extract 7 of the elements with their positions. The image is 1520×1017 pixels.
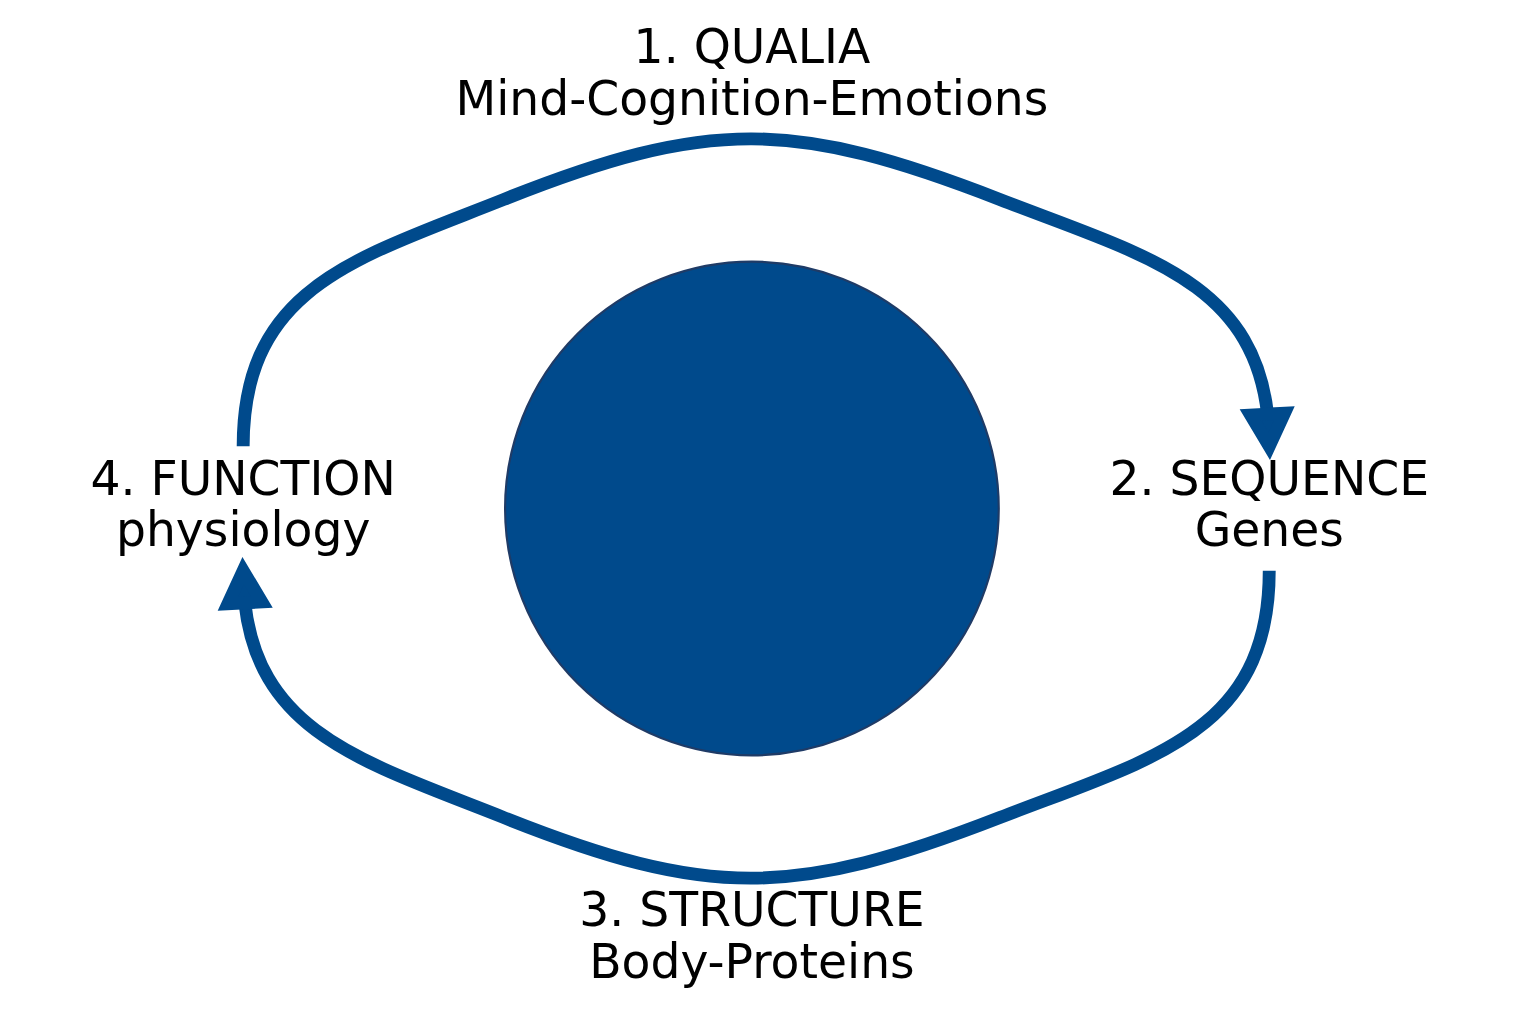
node-text: 1. QUALIA Mind-Cognition-Emotions xyxy=(454,19,1048,126)
node-text: 3. STRUCTURE Body-Proteins xyxy=(578,882,925,989)
node-circle xyxy=(503,260,1000,757)
arrow xyxy=(217,556,1276,885)
node-text: 4. FUNCTION physiology xyxy=(90,450,396,558)
node-text: 2. SEQUENCE Genes xyxy=(1108,450,1429,558)
arrow xyxy=(236,132,1295,461)
